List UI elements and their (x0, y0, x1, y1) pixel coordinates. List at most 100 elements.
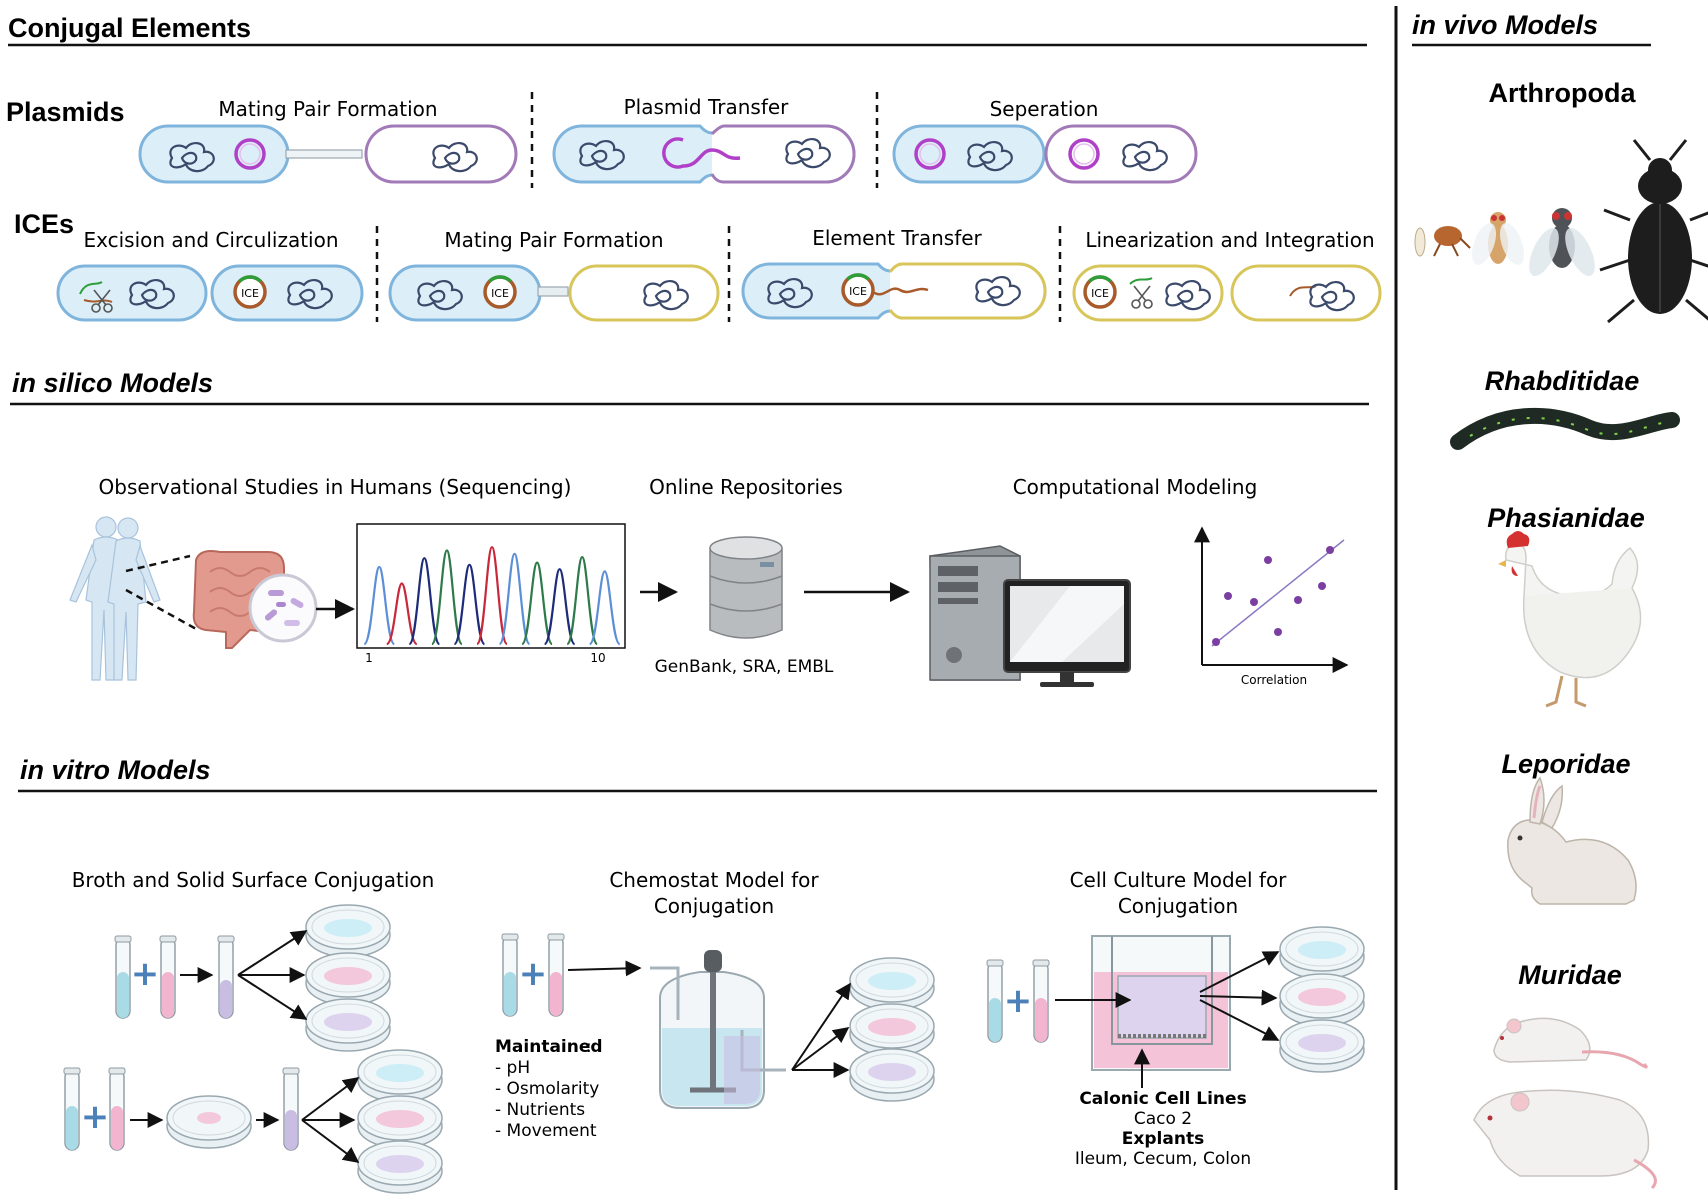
chromatogram-peak (566, 555, 599, 646)
ice-tag: ICE (241, 287, 259, 300)
silico-step-3: Computational Modeling (1013, 475, 1258, 499)
in-vivo-title: in vivo Models (1412, 10, 1598, 40)
chromatogram-peak (521, 561, 554, 646)
petri-dish-icon (166, 1095, 252, 1149)
test-tube-icon (501, 933, 565, 1017)
explants-value: Ileum, Cecum, Colon (1075, 1149, 1251, 1169)
petri-dish-icon (357, 1049, 443, 1194)
housefly-icon (1529, 208, 1595, 277)
sequencing-chromatogram: 1 10 (356, 523, 626, 665)
chromatogram-peak (408, 557, 441, 646)
plasmid-step-2: Plasmid Transfer (624, 95, 790, 119)
scatter-point (1264, 556, 1272, 564)
larva-icon (1414, 227, 1426, 257)
mouse-icon (1493, 1017, 1648, 1069)
ice-tag: ICE (491, 287, 509, 300)
correlation-label: Correlation (1241, 673, 1307, 687)
group-muridae: Muridae (1518, 960, 1622, 990)
ices-label: ICEs (14, 209, 74, 239)
correlation-scatter: Correlation (1194, 526, 1349, 687)
svg-text:+: + (519, 954, 548, 994)
chromatogram-peak (430, 549, 463, 646)
chromatogram-peak (475, 546, 509, 646)
petri-dish-icon (305, 904, 391, 1052)
chromatogram-peak (453, 563, 486, 646)
silico-step-2: Online Repositories (649, 475, 843, 499)
cell-lines-value: Caco 2 (1134, 1109, 1192, 1129)
ice-step-2: Mating Pair Formation (444, 228, 663, 252)
scatter-point (1212, 638, 1220, 646)
scatter-point (1318, 582, 1326, 590)
chemostat-title-2: Conjugation (654, 894, 774, 918)
scatter-point (1274, 628, 1282, 636)
excision-cells: ICE (56, 264, 364, 322)
cell-title-1: Cell Culture Model for (1070, 868, 1288, 892)
fruit-fly-icon (1471, 212, 1525, 265)
conjugal-elements-title: Conjugal Elements (8, 13, 251, 43)
chromatogram-peak (385, 582, 418, 646)
maintained-item-3: - Nutrients (495, 1100, 585, 1120)
ice-mating-cells: ICE (388, 264, 720, 322)
plasmids-label: Plasmids (6, 97, 125, 127)
chromatogram-peak (543, 568, 576, 646)
group-rhabditidae: Rhabditidae (1485, 366, 1640, 396)
separation-cells (892, 124, 1198, 184)
repositories-label: GenBank, SRA, EMBL (655, 657, 834, 677)
human-body-icon (69, 516, 161, 681)
petri-dish-icon (849, 957, 935, 1102)
ice-step-1: Excision and Circulization (83, 228, 338, 252)
silico-step-1: Observational Studies in Humans (Sequenc… (99, 475, 572, 499)
explants-label: Explants (1122, 1129, 1204, 1149)
plasmid-step-3: Seperation (990, 97, 1099, 121)
maintained-label: Maintained (495, 1037, 603, 1057)
chromatogram-peak (498, 552, 531, 646)
svg-text:+: + (81, 1097, 110, 1137)
group-arthropoda: Arthropoda (1489, 78, 1637, 108)
group-leporidae: Leporidae (1501, 749, 1630, 779)
chromatogram-peak (588, 570, 621, 646)
plasmid-transfer-cells (552, 124, 856, 184)
integration-cells: ICE (1072, 264, 1382, 322)
scatter-point (1294, 596, 1302, 604)
test-tube-icon (986, 959, 1050, 1043)
scatter-point (1250, 598, 1258, 606)
ice-tag: ICE (1091, 287, 1109, 300)
chicken-icon (1498, 531, 1642, 708)
maintained-item-1: - pH (495, 1058, 530, 1078)
bacteria-icon (248, 573, 318, 643)
transwell-icon (1091, 935, 1231, 1071)
axis-start-label: 1 (365, 651, 373, 665)
ice-tag: ICE (849, 285, 867, 298)
in-vitro-title: in vitro Models (20, 755, 211, 785)
element-transfer-cells: ICE (741, 262, 1047, 320)
database-icon (709, 536, 783, 639)
chemostat-title-1: Chemostat Model for (609, 868, 819, 892)
scatter-point (1326, 546, 1334, 554)
computer-icon (929, 545, 1131, 687)
scatter-point (1224, 592, 1232, 600)
axis-end-label: 10 (590, 651, 605, 665)
in-silico-title: in silico Models (12, 368, 213, 398)
nematode-icon (1450, 407, 1680, 450)
rabbit-icon (1507, 776, 1637, 905)
chemostat-icon (650, 950, 786, 1109)
maintained-colon: : (586, 1037, 592, 1057)
svg-text:+: + (131, 954, 160, 994)
group-phasianidae: Phasianidae (1487, 503, 1645, 533)
mating-pair-cells (138, 124, 518, 184)
test-tube-icon (63, 1067, 300, 1151)
maintained-item-2: - Osmolarity (495, 1079, 599, 1099)
test-tube-icon (114, 935, 235, 1019)
plasmid-step-1: Mating Pair Formation (218, 97, 437, 121)
cell-lines-label: Calonic Cell Lines (1079, 1089, 1246, 1109)
ice-step-3: Element Transfer (812, 226, 982, 250)
flea-icon (1433, 226, 1471, 257)
chromatogram-peak (363, 565, 396, 646)
ice-step-4: Linearization and Integration (1085, 228, 1374, 252)
rat-icon (1473, 1089, 1657, 1190)
maintained-item-4: - Movement (495, 1121, 597, 1141)
beetle-icon (1599, 139, 1708, 324)
petri-dish-icon (1279, 926, 1365, 1073)
svg-text:+: + (1004, 981, 1033, 1021)
